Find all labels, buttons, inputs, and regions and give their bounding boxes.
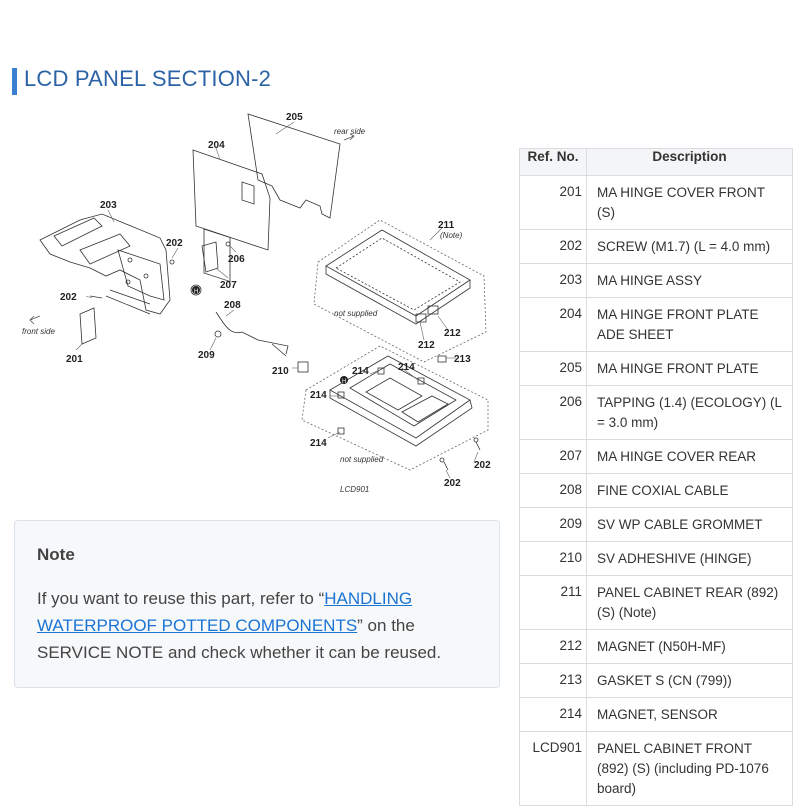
- row-ref: 204: [519, 297, 587, 352]
- note-heading: Note: [37, 545, 75, 564]
- row-desc: MA HINGE FRONT PLATE: [586, 351, 793, 386]
- marker-h-1: H: [194, 289, 198, 295]
- note-text: If you want to reuse this part, refer to…: [37, 585, 477, 666]
- callout-201: 201: [66, 354, 83, 365]
- row-desc: SV WP CABLE GROMMET: [586, 507, 793, 542]
- row-desc: PANEL CABINET FRONT (892) (S) (including…: [586, 731, 793, 806]
- row-desc: MAGNET, SENSOR: [586, 697, 793, 732]
- title-accent-bar: [12, 68, 17, 95]
- callout-204: 204: [208, 140, 225, 151]
- callout-202-c: 202: [474, 460, 491, 471]
- callout-202-b: 202: [60, 292, 77, 303]
- annotation-note: (Note): [440, 231, 463, 240]
- part-204-cutout: [203, 228, 231, 283]
- table-header-row: Ref. No. Description: [519, 148, 793, 176]
- row-desc: PANEL CABINET REAR (892) (S) (Note): [586, 575, 793, 630]
- callout-207: 207: [220, 280, 237, 291]
- annotation-not-supplied-2: not supplied: [340, 455, 384, 464]
- callout-212-b: 212: [418, 340, 435, 351]
- row-ref: 206: [519, 385, 587, 440]
- row-desc: MA HINGE ASSY: [586, 263, 793, 298]
- part-203-hinge: [39, 213, 171, 315]
- part-204-sheet: [192, 149, 271, 251]
- marker-h-2: H: [342, 379, 346, 385]
- row-desc: SV ADHESHIVE (HINGE): [586, 541, 793, 576]
- callout-210: 210: [272, 366, 289, 377]
- annotation-front-side: front side: [22, 327, 55, 336]
- row-ref: LCD901: [519, 731, 587, 806]
- callout-214-c: 214: [310, 390, 327, 401]
- annotation-not-supplied-1: not supplied: [334, 309, 378, 318]
- callout-202-a: 202: [166, 238, 183, 249]
- callout-211: 211: [438, 220, 455, 231]
- row-desc: MAGNET (N50H-MF): [586, 629, 793, 664]
- part-207-cover-rear: [201, 241, 219, 273]
- part-208-cable: [215, 311, 289, 355]
- callout-212-a: 212: [444, 328, 461, 339]
- handling-link[interactable]: HANDLING WATERPROOF POTTED COMPONENTS: [37, 589, 413, 635]
- callout-214-a: 214: [352, 366, 369, 377]
- row-ref: 213: [519, 663, 587, 698]
- row-ref: 202: [519, 229, 587, 264]
- callout-213: 213: [454, 354, 471, 365]
- row-ref: 209: [519, 507, 587, 542]
- part-205-plate: [247, 113, 341, 219]
- row-desc: SCREW (M1.7) (L = 4.0 mm): [586, 229, 793, 264]
- callout-205: 205: [286, 112, 303, 123]
- callout-208: 208: [224, 300, 241, 311]
- callout-209: 209: [198, 350, 215, 361]
- row-ref: 210: [519, 541, 587, 576]
- callout-214-b: 214: [398, 362, 415, 373]
- row-desc: FINE COXIAL CABLE: [586, 473, 793, 508]
- callout-203: 203: [100, 200, 117, 211]
- row-ref: 207: [519, 439, 587, 474]
- page-title: LCD PANEL SECTION-2: [24, 66, 272, 91]
- row-ref: 203: [519, 263, 587, 298]
- annotation-lcd901: LCD901: [340, 485, 369, 494]
- part-210-adhesive: [297, 361, 309, 373]
- part-211-rear-cabinet: [325, 229, 471, 317]
- part-201-cover-front: [79, 307, 97, 345]
- row-ref: 214: [519, 697, 587, 732]
- note-box: Note If you want to reuse this part, ref…: [14, 520, 500, 688]
- row-desc: GASKET S (CN (799)): [586, 663, 793, 698]
- header-ref-no: Ref. No.: [519, 148, 587, 176]
- row-desc: TAPPING (1.4) (ECOLOGY) (L = 3.0 mm): [586, 385, 793, 440]
- exploded-view-diagram: H H 205 204 203 202 206 207 208 202 201 …: [10, 100, 505, 505]
- callout-202-d: 202: [444, 478, 461, 489]
- row-ref: 205: [519, 351, 587, 386]
- row-desc: MA HINGE COVER REAR: [586, 439, 793, 474]
- row-ref: 201: [519, 175, 587, 230]
- row-desc: MA HINGE COVER FRONT (S): [586, 175, 793, 230]
- note-text-before: If you want to reuse this part, refer to…: [37, 589, 325, 608]
- callout-206: 206: [228, 254, 245, 265]
- note-text-after: ” on the SERVICE NOTE and check whether …: [37, 616, 442, 662]
- header-description: Description: [586, 148, 793, 176]
- row-ref: 208: [519, 473, 587, 508]
- row-ref: 212: [519, 629, 587, 664]
- row-desc: MA HINGE FRONT PLATE ADE SHEET: [586, 297, 793, 352]
- row-ref: 211: [519, 575, 587, 630]
- callout-214-d: 214: [310, 438, 327, 449]
- annotation-rear-side: rear side: [334, 127, 366, 136]
